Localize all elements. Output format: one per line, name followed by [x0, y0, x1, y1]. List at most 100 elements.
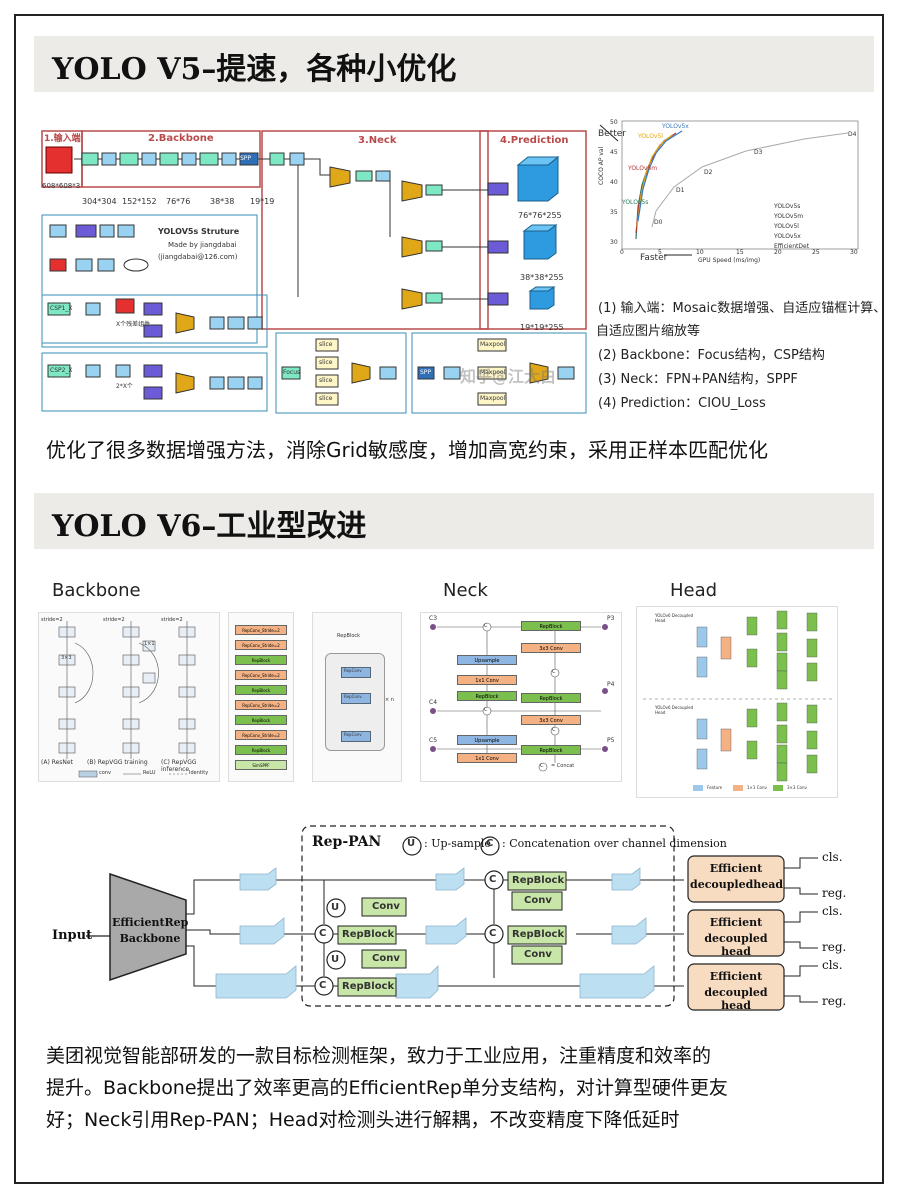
- head2-cls: cls.: [822, 904, 843, 918]
- backbone-spp-label: SPP: [240, 155, 252, 162]
- neck-block: 3x3 Conv: [521, 643, 581, 653]
- bullet-1: (1) 输入端：Mosaic数据增强、自适应锚框计算、: [598, 301, 887, 316]
- neck-c4: C4: [429, 699, 438, 706]
- head-legend-3x3: 3×3 Conv: [787, 785, 807, 790]
- efficientrep-block: RepConv_Stride=2: [235, 700, 287, 710]
- head-legend-1x1: 1×1 Conv: [747, 785, 767, 790]
- neck-concat-node-3: C: [552, 669, 556, 675]
- size-label-1: 152*152: [122, 197, 157, 206]
- plot-xtick-2: 10: [696, 249, 704, 256]
- reppan-c-node-4: C: [489, 928, 497, 939]
- reppan-backbone-line1: EfficientRep: [112, 916, 189, 929]
- slice-label-1: slice: [319, 341, 333, 348]
- slice-label-3: slice: [319, 377, 333, 384]
- efficientrep-block: RepBlock: [235, 685, 287, 695]
- head-legend-feature: Feature: [707, 785, 723, 790]
- plot-better-label: Better: [598, 129, 627, 139]
- bullet-2: (2) Backbone：Focus结构，CSP结构: [598, 348, 825, 363]
- section1-summary: 优化了很多数据增强方法，消除Grid敏感度，增加高宽约束，采用正样本匹配优化: [46, 438, 768, 462]
- neck-c3: C3: [429, 615, 438, 622]
- plot-legend-0: YOLOv5s: [774, 203, 801, 210]
- output-tensors: [516, 155, 560, 310]
- neck-block: RepBlock: [521, 745, 581, 755]
- efficientrep-block: RepBlock: [235, 715, 287, 725]
- neck-concat-node-1: C: [484, 623, 488, 629]
- efficientrep-block: RepConv_Stride=2: [235, 640, 287, 650]
- rep-pan-diagram: Rep-PAN U : Up-sample C : Concatenation …: [40, 818, 870, 1018]
- plot-ytick-2: 40: [610, 179, 618, 186]
- head-svg: [643, 610, 833, 791]
- reppan-u-node-2: U: [331, 954, 340, 965]
- efficientrep-block: RepConv_Stride=2: [235, 670, 287, 680]
- repblock-n-label: × n: [385, 697, 394, 703]
- reppan-conv-2: Conv: [372, 953, 400, 964]
- reppan-title: Rep-PAN: [312, 834, 382, 850]
- plot-label-yolov5s: YOLOv5s: [622, 199, 649, 206]
- kernel-label-1x1: 1×1: [144, 641, 155, 647]
- kernel-label-3x3: 3×3: [61, 655, 72, 661]
- neck-stage-label: 3.Neck: [358, 135, 397, 146]
- head1-line2: decoupledhead: [690, 878, 784, 891]
- reppan-repblock-2: RepBlock: [342, 981, 395, 992]
- head1-cls: cls.: [822, 850, 843, 864]
- reppan-c-legend-letter: C: [486, 838, 494, 849]
- credit-author: Made by jiangdabai: [168, 241, 237, 249]
- size-label-2: 76*76: [166, 197, 191, 206]
- yolov6-head-figure: YOLOv6 Decoupled Head YOLOv6 Decoupled H…: [636, 606, 838, 798]
- section1-title: YOLO V5–提速，各种小优化: [52, 52, 457, 87]
- plot-ytick-1: 45: [610, 149, 618, 156]
- neck-block: RepBlock: [521, 621, 581, 631]
- neck-block: 3x3 Conv: [521, 715, 581, 725]
- stride-label-c: stride=2: [161, 617, 183, 623]
- neck-concat-node-2: C: [484, 707, 488, 713]
- reppan-conv-1: Conv: [372, 901, 400, 912]
- output-size-0: 76*76*255: [518, 211, 562, 220]
- plot-xlabel: GPU Speed (ms/img): [698, 257, 761, 264]
- reppan-c-node-2: C: [319, 980, 327, 991]
- repvgg-svg: [58, 621, 196, 778]
- repconv-box-3: [341, 731, 371, 742]
- resnet-caption-a: (A) ResNet: [41, 759, 73, 766]
- efficientrep-block: RepConv_Stride=2: [235, 730, 287, 740]
- plot-xtick-1: 5: [658, 249, 662, 256]
- prediction-stage-label: 4.Prediction: [500, 135, 569, 146]
- head-title-1: YOLOv6 Decoupled Head: [655, 613, 694, 623]
- yolov5-arch-svg: [41, 130, 587, 414]
- perf-plot-svg: [599, 120, 859, 256]
- plot-label-d2: D2: [704, 169, 713, 176]
- plot-ytick-3: 35: [610, 209, 618, 216]
- neck-p4: P4: [607, 681, 615, 688]
- head-heading: Head: [670, 580, 718, 601]
- repconv-label-3: RepConv: [344, 732, 362, 737]
- reppan-backbone-line2: Backbone: [119, 932, 181, 945]
- plot-ylabel: COCO AP val: [598, 146, 605, 185]
- neck-block: Upsample: [457, 655, 517, 665]
- stride-label-b: stride=2: [103, 617, 125, 623]
- input-size-label: 608*608*3: [42, 182, 81, 190]
- backbone-heading: Backbone: [52, 580, 141, 601]
- head1-line1: Efficient: [709, 862, 763, 875]
- spp-label: SPP: [420, 369, 432, 376]
- resnet-caption-b: (B) RepVGG training: [87, 759, 148, 766]
- plot-legend-4: EfficientDet: [774, 243, 810, 250]
- repblock-detail-title: RepBlock: [337, 633, 361, 639]
- section2-summary-line3: 好；Neck引用Rep-PAN；Head对检测头进行解耦，不改变精度下降低延时: [46, 1109, 680, 1131]
- csp1x-label: CSP1_X: [50, 305, 73, 312]
- plot-label-yolov5l: YOLOv5l: [638, 133, 663, 140]
- reppan-c-legend: : Concatenation over channel dimension: [502, 837, 727, 850]
- reppan-conv-4: Conv: [524, 949, 552, 960]
- neck-block: 1x1 Conv: [457, 753, 517, 763]
- plot-label-d4: D4: [848, 131, 857, 138]
- legend-conv: conv: [99, 770, 111, 776]
- backbone-blocks: [81, 152, 305, 166]
- slice-label-4: slice: [319, 395, 333, 402]
- plot-xtick-6: 30: [850, 249, 858, 256]
- neck-block: Upsample: [457, 735, 517, 745]
- csp2x-label: CSP2_X: [50, 367, 73, 374]
- size-label-0: 304*304: [82, 197, 117, 206]
- size-label-4: 19*19: [250, 197, 275, 206]
- plot-label-d3: D3: [754, 149, 763, 156]
- efficientrep-block: RepConv_Stride=2: [235, 625, 287, 635]
- head3-reg: reg.: [822, 994, 847, 1008]
